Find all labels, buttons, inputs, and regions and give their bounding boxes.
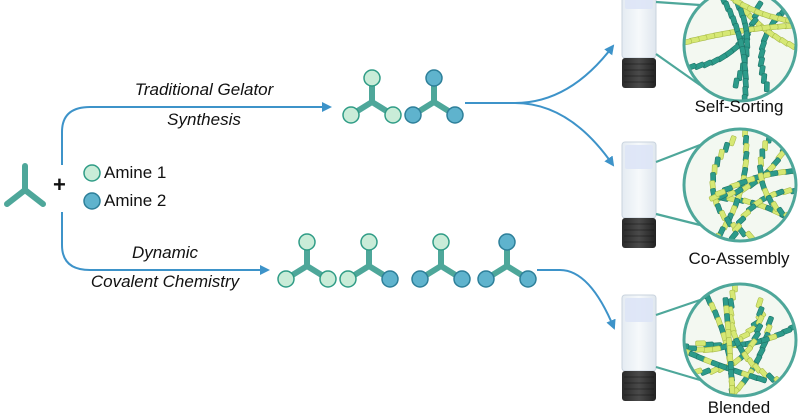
amine-2-end-icon: [411, 270, 429, 288]
arrow-to-self-sorting: [465, 44, 615, 104]
amine-2-dot-icon: [83, 192, 101, 210]
zoom-blended: [655, 282, 798, 398]
traditional-route-label-1: Traditional Gelator: [134, 80, 274, 99]
gelator-amine1-only: [342, 69, 402, 124]
zoom-callouts: [655, 0, 798, 398]
plus-sign: +: [53, 172, 66, 197]
vial-self-sorting: [621, 0, 657, 88]
amine-1-end-icon: [432, 233, 450, 251]
arrow-to-blended: [537, 269, 616, 330]
amine-1-label: Amine 1: [104, 163, 167, 182]
blended-label: Blended: [707, 398, 771, 417]
gelator-mix-d: [477, 233, 537, 288]
vials: [621, 0, 657, 401]
dynamic-route-label-1: Dynamic: [131, 243, 199, 262]
amine-2-end-icon: [477, 270, 495, 288]
self-sorting-label: Self-Sorting: [694, 97, 784, 116]
arrow-traditional: [61, 102, 332, 165]
gelator-molecules: [277, 69, 537, 288]
gelator-mix-a: [277, 233, 337, 288]
amine-1-end-icon: [342, 106, 360, 124]
zoom-co-assembly: [655, 127, 798, 243]
amine-2-end-icon: [404, 106, 422, 124]
arrows: [61, 44, 616, 330]
core-trigonal-icon: [4, 163, 46, 207]
amine-2-end-icon: [446, 106, 464, 124]
gelator-mix-c: [411, 233, 471, 288]
vial-blended: [621, 294, 657, 401]
vial-co-assembly: [621, 141, 657, 248]
gelator-amine2-only: [404, 69, 464, 124]
amine-1-dot-icon: [83, 164, 101, 182]
amine-1-end-icon: [319, 270, 337, 288]
amine-1-end-icon: [298, 233, 316, 251]
amine-1-end-icon: [277, 270, 295, 288]
amine-2-end-icon: [498, 233, 516, 251]
amine-1-end-icon: [384, 106, 402, 124]
amine-2-end-icon: [381, 270, 399, 288]
gelator-mix-b: [339, 233, 399, 288]
amine-1-end-icon: [363, 69, 381, 87]
zoom-self-sorting: [655, 0, 798, 103]
traditional-route-label-2: Synthesis: [167, 110, 241, 129]
amine-2-end-icon: [453, 270, 471, 288]
amine-1-end-icon: [339, 270, 357, 288]
co-assembly-label: Co-Assembly: [688, 249, 790, 268]
amine-1-end-icon: [360, 233, 378, 251]
arrow-dynamic: [61, 212, 270, 275]
dynamic-route-label-2: Covalent Chemistry: [90, 272, 240, 291]
amine-2-end-icon: [425, 69, 443, 87]
arrow-to-co-assembly: [514, 102, 615, 167]
amine-2-end-icon: [519, 270, 537, 288]
amine-2-label: Amine 2: [104, 191, 167, 210]
